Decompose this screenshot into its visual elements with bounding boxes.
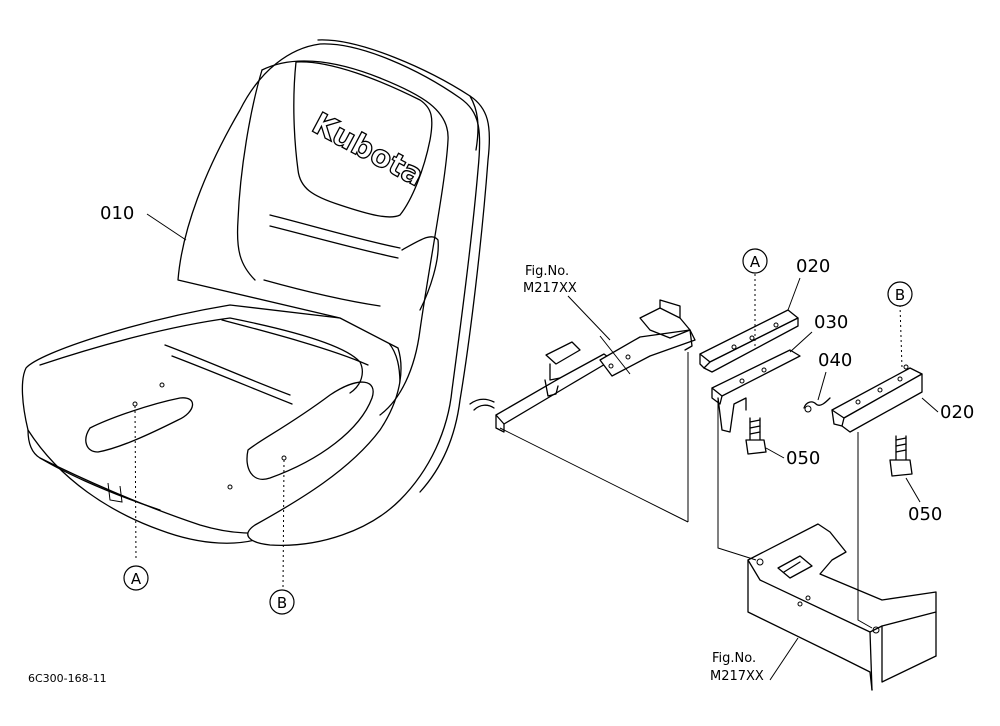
part-040-leader [817,371,827,401]
bracket-020-upper-drawing [699,309,799,373]
marker-b-leader [899,304,903,369]
bracket-020-lower-drawing [831,364,923,433]
part-050-a-label: 050 [786,448,820,469]
marker-a-top-label: A [750,253,761,271]
marker-b-top-label: B [895,286,905,304]
part-030-leader [789,331,813,353]
part-020-upper-leader [787,277,801,311]
part-050-b-label: 050 [908,504,942,525]
fig-ref-lower-number: M217XX [710,669,764,684]
marker-b-seat-circle [269,589,295,615]
fig-ref-upper-number: M217XX [523,281,577,296]
part-020-lower-label: 020 [940,402,974,423]
part-040-label: 040 [818,350,852,371]
part-050-b-leader [905,477,921,503]
seat-frame-drawing [717,400,937,691]
marker-a-seat-circle [123,565,149,591]
bolt-050-a-drawing [745,417,767,455]
fig-ref-lower-label: Fig.No. [712,651,756,666]
fig-ref-upper-label: Fig.No. [525,264,569,279]
fig-ref-lower-leader [769,637,799,681]
seat-rail-drawing [469,299,696,523]
bolt-050-b-drawing [889,435,913,477]
fig-ref-upper-leader [567,295,611,341]
part-050-a-leader [765,447,785,459]
pin-040-drawing [803,397,831,413]
part-020-lower-leader [921,397,939,413]
marker-a-seat-label: A [131,570,142,588]
bracket-030-drawing [711,349,801,433]
marker-a-top-circle [742,248,768,274]
part-010-label: 010 [100,203,134,224]
marker-b-seat-label: B [277,594,287,612]
marker-b-top-circle [887,281,913,307]
part-030-label: 030 [814,312,848,333]
seat-drawing: Kubota [21,39,491,589]
drawing-id: 6C300-168-11 [28,672,107,685]
part-020-upper-label: 020 [796,256,830,277]
